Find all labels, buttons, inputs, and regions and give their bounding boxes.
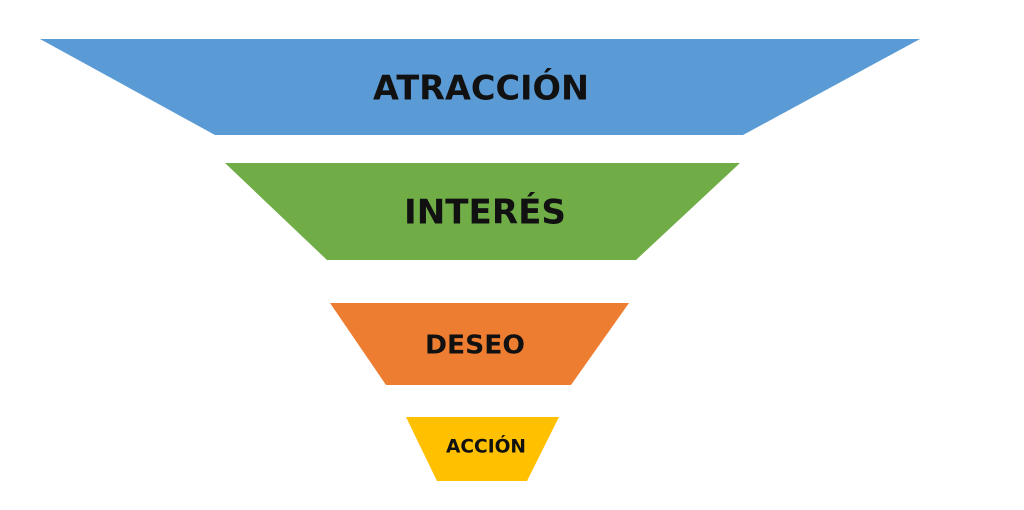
funnel-stage-interest: INTERÉS: [225, 163, 740, 260]
stage-shape-attraction: [40, 39, 920, 135]
stage-label-desire: DESEO: [425, 331, 525, 361]
funnel-stage-desire: DESEO: [330, 303, 629, 385]
stage-label-attraction: ATRACCIÓN: [373, 68, 589, 109]
stage-label-interest: INTERÉS: [404, 192, 566, 233]
stage-shape-desire: [330, 303, 629, 385]
funnel-stage-attraction: ATRACCIÓN: [40, 39, 920, 135]
funnel-stage-action: ACCIÓN: [406, 417, 559, 481]
stage-label-action: ACCIÓN: [446, 434, 526, 458]
stage-shape-action: [406, 417, 559, 481]
stage-shape-interest: [225, 163, 740, 260]
